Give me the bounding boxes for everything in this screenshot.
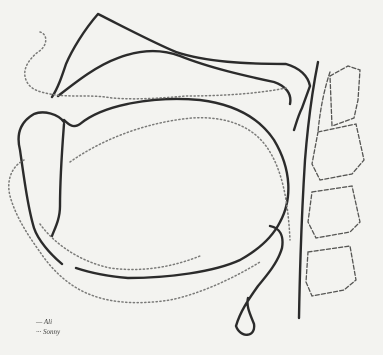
pharynx-wall-solid bbox=[299, 62, 318, 318]
jaw-inner-solid bbox=[52, 124, 64, 236]
legend-solid-label: — Ali bbox=[35, 318, 52, 326]
vertebra-1 bbox=[330, 66, 360, 126]
vertebra-2 bbox=[312, 124, 364, 180]
tongue-root-dotted bbox=[40, 224, 200, 270]
vertebra-3 bbox=[308, 186, 360, 238]
legend-dotted-label: ··· Sonny bbox=[36, 328, 61, 336]
epiglottis-solid bbox=[236, 226, 283, 335]
vertebra-4 bbox=[306, 246, 356, 296]
tongue-dotted bbox=[9, 160, 260, 303]
spine-line bbox=[318, 72, 330, 132]
palate-dotted bbox=[70, 118, 290, 240]
tongue-surface-solid bbox=[64, 99, 288, 278]
tongue-body-solid bbox=[19, 112, 64, 264]
legend: — Ali ··· Sonny bbox=[35, 318, 61, 336]
